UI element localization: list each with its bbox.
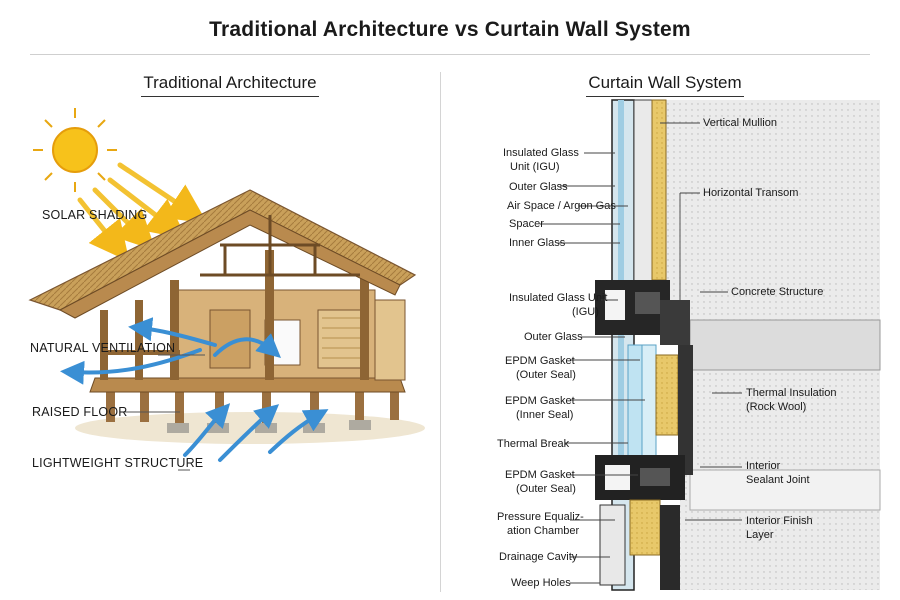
label-vertical-mullion: Vertical Mullion — [703, 117, 777, 129]
label-natural-ventilation: NATURAL VENTILATION — [30, 341, 176, 355]
thermal-insulation — [655, 354, 679, 436]
label-concrete-structure: Concrete Structure — [731, 286, 824, 298]
label-epdm-outer-seal-2-a: EPDM Gasket — [505, 469, 575, 481]
left-panel-title: Traditional Architecture — [0, 73, 460, 97]
vertical-mullion — [611, 99, 635, 591]
label-igu-mid-line2: (IGU) — [572, 306, 599, 318]
label-epdm-outer-seal-2-b: (Outer Seal) — [516, 483, 576, 495]
top-insulation — [651, 99, 667, 281]
panel-divider — [440, 72, 441, 592]
label-interior-finish-line1: Interior Finish — [746, 515, 813, 527]
label-epdm-inner-seal-a: EPDM Gasket — [505, 395, 575, 407]
stilts — [106, 380, 399, 425]
sun-icon — [33, 108, 117, 192]
label-igu-mid-line1: Insulated Glass Unit — [509, 292, 608, 304]
label-igu-top-line2: Unit (IGU) — [510, 161, 560, 173]
raised-floor-platform — [89, 377, 406, 393]
label-igu-top-line1: Insulated Glass — [503, 147, 579, 159]
label-epdm-outer-seal-1-a: EPDM Gasket — [505, 355, 575, 367]
right-panel-title: Curtain Wall System — [540, 73, 790, 97]
label-solar-shading: SOLAR SHADING — [42, 208, 148, 222]
label-outer-glass-top: Outer Glass — [509, 181, 568, 193]
label-raised-floor: RAISED FLOOR — [32, 405, 128, 419]
traditional-house-illustration — [28, 108, 425, 471]
label-lightweight-structure: LIGHTWEIGHT STRUCTURE — [32, 456, 204, 470]
label-spacer: Spacer — [509, 218, 544, 230]
title-divider — [30, 54, 870, 55]
label-inner-glass: Inner Glass — [509, 237, 566, 249]
label-interior-sealant-line1: Interior — [746, 460, 781, 472]
label-pressure-chamber-line2: ation Chamber — [507, 525, 580, 537]
label-thermal-insulation-line2: (Rock Wool) — [746, 401, 807, 413]
lower-frame — [595, 455, 685, 500]
label-epdm-outer-seal-1-b: (Outer Seal) — [516, 369, 576, 381]
label-horizontal-transom: Horizontal Transom — [703, 187, 799, 199]
label-thermal-break: Thermal Break — [497, 438, 570, 450]
label-outer-glass-mid: Outer Glass — [524, 331, 583, 343]
horizontal-transom — [595, 280, 670, 335]
main-title: Traditional Architecture vs Curtain Wall… — [209, 18, 691, 41]
label-pressure-chamber-line1: Pressure Equaliz- — [497, 511, 584, 523]
label-drainage-cavity: Drainage Cavity — [499, 551, 578, 563]
label-interior-finish-line2: Layer — [746, 529, 774, 541]
label-air-space: Air Space / Argon Gas — [507, 200, 616, 212]
sun-ray-arrows — [77, 162, 208, 262]
label-epdm-inner-seal-b: (Inner Seal) — [516, 409, 574, 421]
label-interior-sealant-line2: Sealant Joint — [746, 474, 810, 486]
label-weep-holes: Weep Holes — [511, 577, 571, 589]
label-thermal-insulation-line1: Thermal Insulation — [746, 387, 837, 399]
